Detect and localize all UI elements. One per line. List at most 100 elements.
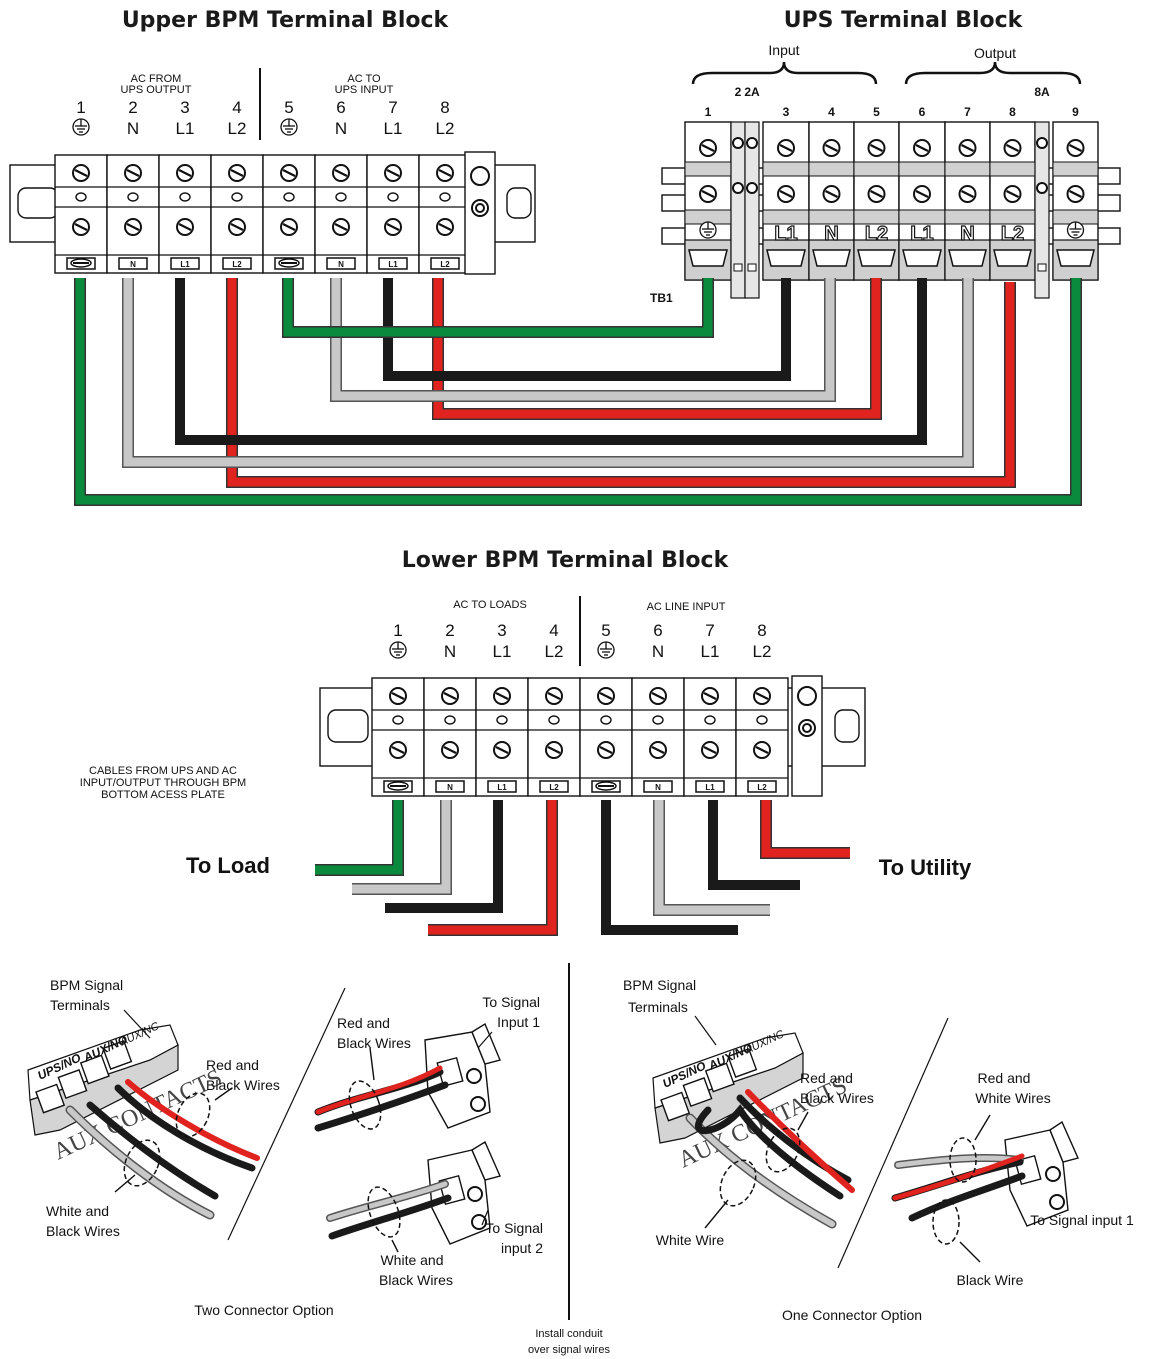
left-signal-title-2: Terminals	[50, 997, 110, 1013]
lower-terminal-4: L2	[527, 677, 581, 797]
lower-wire-black-3	[708, 800, 800, 890]
lower-terminal-label-2: N	[444, 642, 456, 661]
lower-wire-black-2	[601, 800, 738, 935]
ups-terminal-9	[1052, 121, 1099, 281]
upper-terminal-3: L1	[158, 154, 212, 274]
ups-ground-icon-9	[1066, 221, 1085, 239]
lower-terminal-num-7: 7	[705, 621, 714, 640]
ups-terminal-num-2: 2	[735, 85, 742, 99]
ups-terminal-num-1: 1	[705, 105, 712, 119]
lower-terminal-tag-2: N	[447, 783, 453, 792]
left-white-black-b: Black Wires	[46, 1223, 120, 1239]
lower-terminal-tag-4: L2	[549, 783, 559, 792]
cables-note-2: INPUT/OUTPUT THROUGH BPM	[80, 777, 246, 789]
ups-terminal-2	[730, 121, 746, 299]
left-separator	[227, 987, 346, 1241]
cables-note-1: CABLES FROM UPS AND AC	[89, 765, 237, 777]
lower-ground-icon-5	[597, 641, 615, 659]
left-red-black-1b: Black Wires	[206, 1077, 280, 1093]
lower-wires	[315, 800, 850, 936]
lower-terminal-num-5: 5	[601, 621, 610, 640]
upper-terminal-tag-8: L2	[440, 260, 450, 269]
to-load-label: To Load	[186, 853, 270, 878]
lower-terminal-2: N	[423, 677, 477, 797]
lower-group-right: AC LINE INPUT	[647, 601, 726, 613]
upper-group-right-2: UPS INPUT	[335, 84, 394, 96]
upper-terminal-label-3: L1	[176, 119, 195, 138]
lower-wire-gray-2	[654, 800, 770, 915]
lower-terminal-label-6: N	[652, 642, 664, 661]
connector-2-wires	[326, 1180, 452, 1240]
lower-ground-icon-1	[389, 641, 407, 659]
lower-wire-red	[428, 800, 557, 935]
ups-terminal-label-7: N	[960, 223, 974, 245]
right-white-wire-label: White Wire	[656, 1232, 725, 1248]
lower-terminal-label-7: L1	[701, 642, 720, 661]
lower-wire-black	[385, 800, 503, 913]
upper-terminal-label-7: L1	[384, 119, 403, 138]
upper-terminal-2: N	[106, 154, 160, 274]
upper-terminal-8: L2	[418, 154, 472, 274]
ups-terminal-num-9: 9	[1072, 105, 1079, 119]
upper-terminal-tag-7: L1	[388, 260, 398, 269]
upper-terminal-tag-2: N	[130, 260, 136, 269]
upper-terminal-num-7: 7	[388, 98, 397, 117]
lower-bpm-title: Lower BPM Terminal Block	[402, 548, 730, 573]
lower-terminal-7: L1	[683, 677, 737, 797]
right-signal-title-1: BPM Signal	[623, 977, 696, 993]
wire-gray-2-to-7	[123, 278, 973, 467]
upper-ground-icon-5	[280, 118, 298, 136]
upper-ground-icon-1	[72, 118, 90, 136]
to-signal-input-1b: Input 1	[497, 1014, 540, 1030]
one-connector-label: One Connector Option	[782, 1307, 922, 1323]
upper-terminal-num-6: 6	[336, 98, 345, 117]
upper-bpm-block: AC FROM UPS OUTPUT AC TO UPS INPUT 1N2NL…	[9, 68, 536, 275]
upper-terminal-num-4: 4	[232, 98, 241, 117]
upper-terminal-6: N	[314, 154, 368, 274]
ups-terminal-num-4: 4	[828, 105, 835, 119]
lower-terminal-3: L1	[475, 677, 529, 797]
to-signal-input-1-b: To Signal input 1	[1030, 1212, 1134, 1228]
ups-terminal-6: L1	[898, 121, 946, 281]
upper-terminal-5	[262, 154, 316, 274]
ups-terminal-8A	[1034, 121, 1050, 299]
lower-wire-gray	[352, 800, 451, 894]
conduit-note-2: over signal wires	[528, 1344, 610, 1356]
right-signal-wires	[685, 1089, 855, 1229]
output-brace	[904, 61, 1082, 85]
cables-note-3: BOTTOM ACESS PLATE	[101, 789, 225, 801]
lower-terminal-label-4: L2	[545, 642, 564, 661]
black-wire-label: Black Wire	[957, 1272, 1024, 1288]
lower-bpm-block: AC TO LOADS AC LINE INPUT 1N2NL13L1L24L2…	[80, 596, 972, 880]
lower-terminal-tag-3: L1	[497, 783, 507, 792]
left-red-black-1a: Red and	[206, 1057, 259, 1073]
upper-terminal-label-2: N	[127, 119, 139, 138]
right-red-black-b: Black Wires	[800, 1090, 874, 1106]
lower-terminal-label-3: L1	[493, 642, 512, 661]
upper-group-left-2: UPS OUTPUT	[121, 84, 192, 96]
right-separator	[837, 1017, 949, 1269]
left-red-black-2b: Black Wires	[337, 1035, 411, 1051]
ups-terminal-num-6: 6	[919, 105, 926, 119]
wire-red-4-to-8	[227, 278, 1015, 487]
right-red-black-a: Red and	[800, 1070, 853, 1086]
ups-terminal-label-8: L2	[1001, 223, 1024, 245]
to-signal-input-2b: input 2	[501, 1240, 543, 1256]
lower-terminal-tag-7: L1	[705, 783, 715, 792]
left-red-wire	[125, 1079, 260, 1161]
to-signal-input-1a: To Signal	[482, 994, 540, 1010]
right-signal-title-2: Terminals	[628, 999, 688, 1015]
to-utility-label: To Utility	[879, 855, 972, 880]
lower-terminal-num-3: 3	[497, 621, 506, 640]
tb1-label: TB1	[650, 291, 673, 305]
lower-group-left: AC TO LOADS	[453, 599, 527, 611]
lower-wire-red-2	[761, 800, 850, 858]
ups-terminal-2A	[744, 121, 760, 299]
ups-terminal-5: L2	[853, 121, 900, 281]
wire-black-3-to-6	[175, 278, 927, 445]
ups-terminal-label-5: L2	[865, 223, 888, 245]
lower-terminal-5	[579, 677, 633, 797]
ups-input-label: Input	[768, 42, 799, 58]
